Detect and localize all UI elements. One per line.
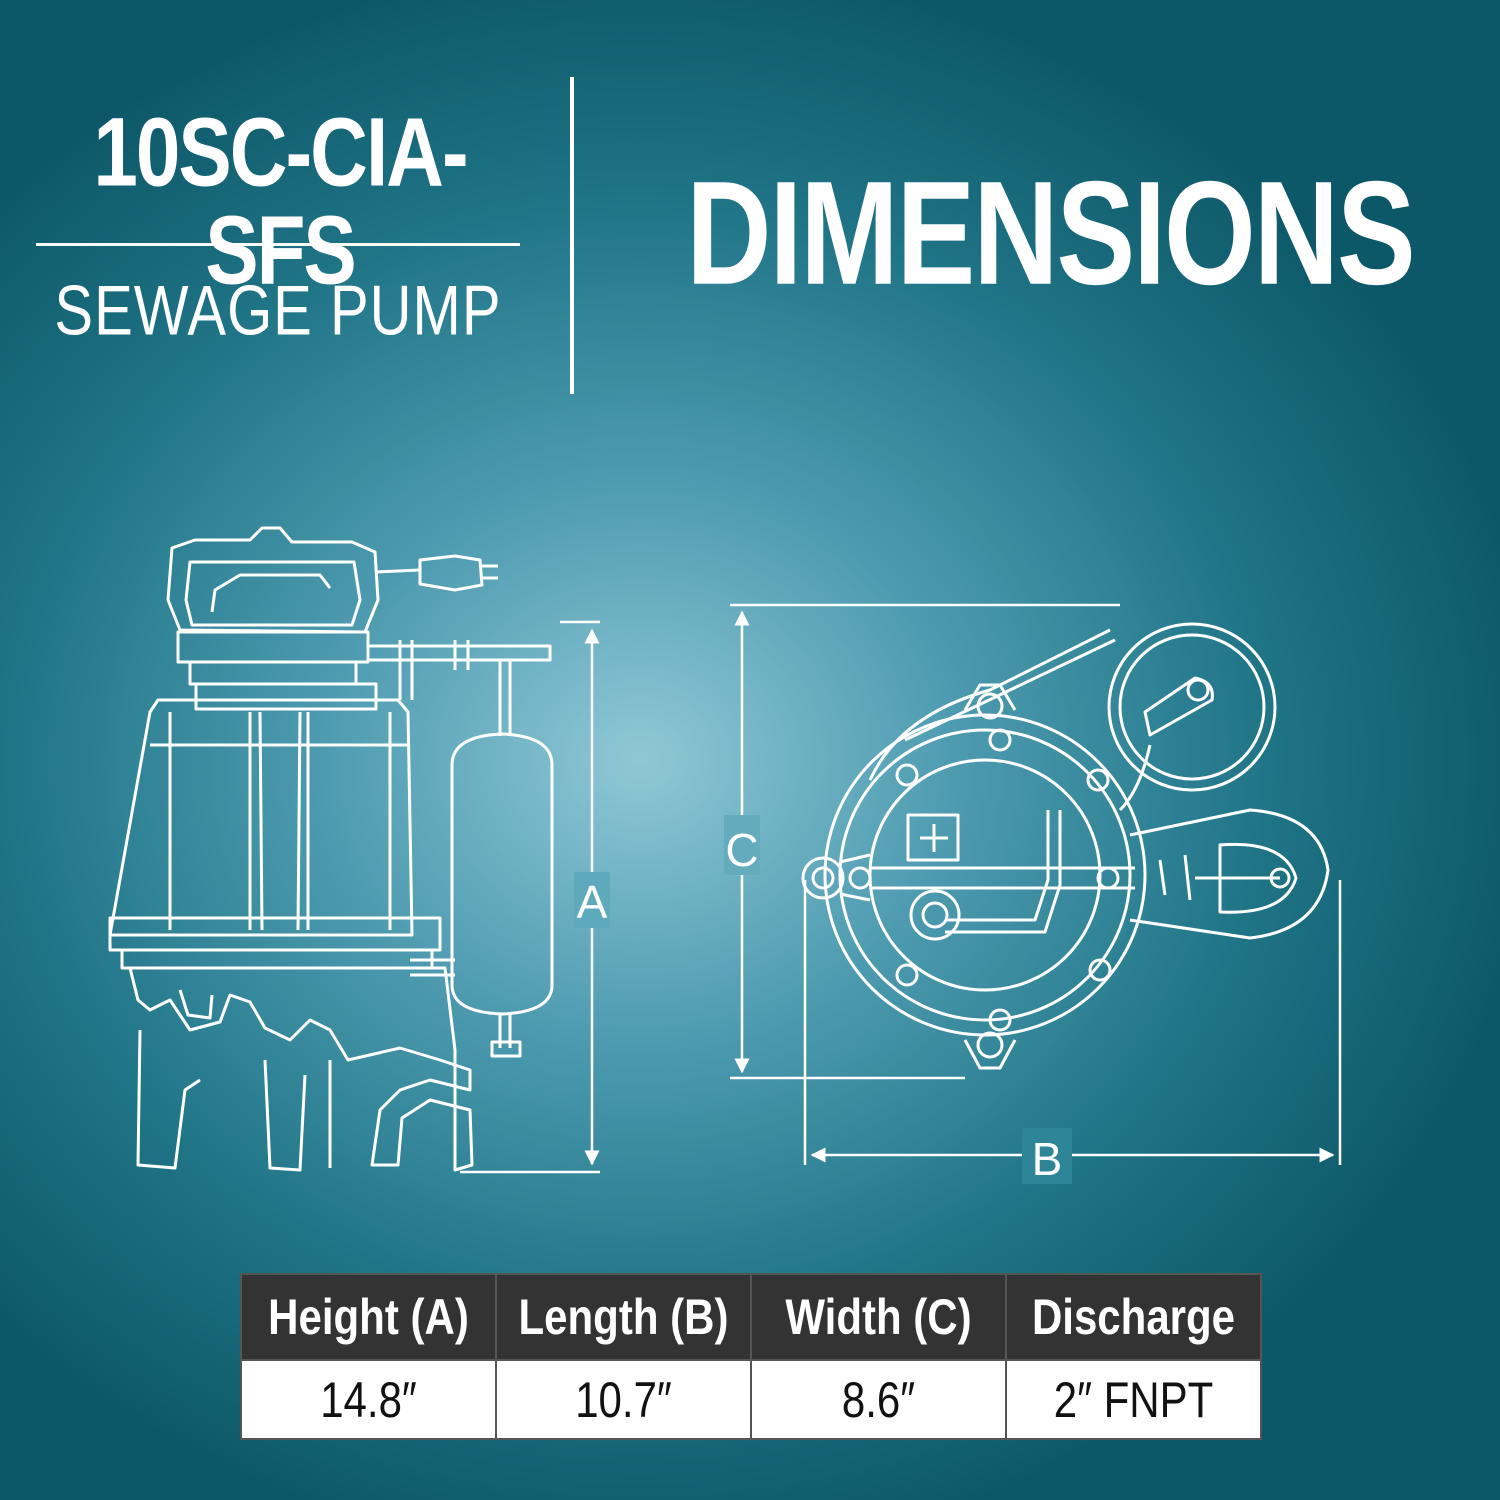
volute-casing [128,966,474,1172]
pump-leg-middle [263,1059,307,1172]
dimension-b-label-bg [1022,1128,1072,1184]
column-header-length: Length (B) [495,1273,752,1361]
table-row: 14.8″ 10.7″ 8.6″ 2″ FNPT [240,1359,1262,1440]
table-header-row: Height (A) Length (B) Width (C) Discharg… [240,1273,1262,1361]
height-value: 14.8″ [240,1359,497,1440]
product-type: SEWAGE PUMP [54,271,502,351]
switch-arm-top [1129,808,1330,940]
length-value: 10.7″ [495,1359,752,1440]
pump-top-view [801,622,1330,1070]
model-number: 10SC-CIA-SFS [93,97,468,305]
discharge-value: 2″ FNPT [1005,1359,1262,1440]
float-rod [498,660,512,736]
pump-handle [166,526,380,634]
float-switch-arm [368,644,552,662]
page-title: DIMENSIONS [686,151,1415,317]
column-header-discharge: Discharge [1005,1273,1262,1361]
pump-side-view [108,526,554,1172]
dimension-a-label: A [577,876,608,928]
motor-cap [176,630,370,664]
dimension-b-label: B [1032,1133,1063,1185]
float-ball [450,732,554,1016]
model-underline [36,243,520,246]
power-cord [374,568,421,574]
top-view-outline [868,628,1152,812]
dimension-b-line [803,880,1342,1165]
dimensions-table: Height (A) Length (B) Width (C) Discharg… [240,1273,1262,1440]
dimension-c-label-bg [724,815,760,875]
mount-ear-left [801,856,845,900]
column-header-width: Width (C) [750,1273,1007,1361]
dimension-a-label-bg [574,872,610,928]
top-float-circle [1107,622,1277,792]
power-plug [418,554,484,592]
dimension-c-label: C [725,824,758,876]
pump-leg-left [136,1029,201,1170]
column-header-height: Height (A) [240,1273,497,1361]
width-value: 8.6″ [750,1359,1007,1440]
switch-float-top [1218,842,1298,914]
pump-handle-inner [184,560,362,627]
header-divider [570,77,574,394]
